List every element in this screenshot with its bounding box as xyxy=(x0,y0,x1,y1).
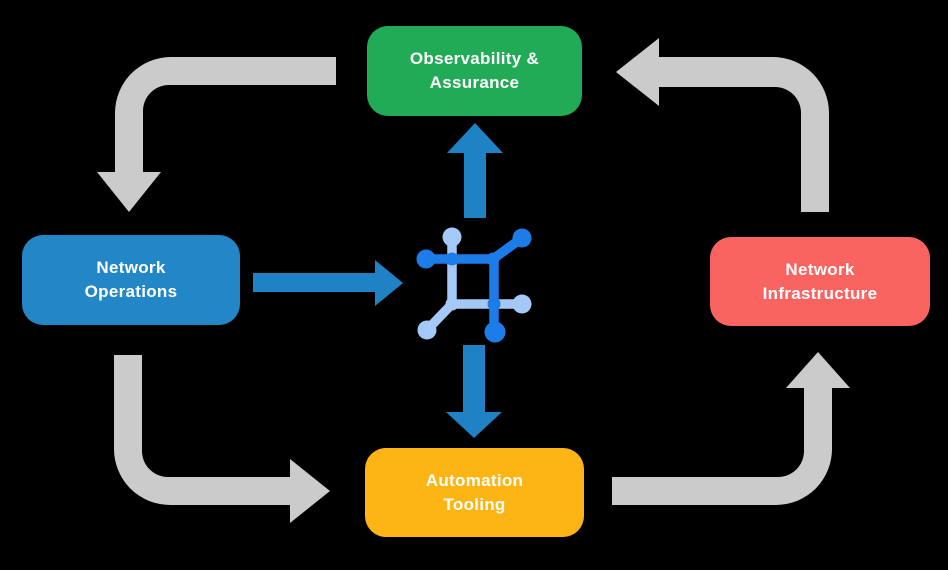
node-automation-label-line1: Automation xyxy=(425,470,524,490)
arrow-infrastructure-to-observability xyxy=(616,38,829,212)
arrow-center-to-automation xyxy=(446,345,502,438)
node-infrastructure-label-line1: Network xyxy=(785,259,855,279)
node-operations-label-line1: Network xyxy=(96,258,166,277)
node-observability-label-line1: Observability & xyxy=(409,49,540,68)
node-network-operations: Network Operations xyxy=(22,235,240,325)
node-observability-assurance: Observability & Assurance xyxy=(367,26,582,116)
arrow-automation-to-infrastructure xyxy=(612,352,850,505)
arrow-observability-to-operations xyxy=(97,57,336,212)
node-network-infrastructure: Network Infrastructure xyxy=(710,237,930,326)
icon-dark-nodes xyxy=(416,228,532,343)
arrow-operations-to-center xyxy=(253,260,403,306)
network-automation-icon xyxy=(416,227,532,343)
arrow-operations-to-automation xyxy=(114,355,330,523)
node-operations-label-line2: Operations xyxy=(84,282,178,301)
arrow-center-to-observability xyxy=(447,123,503,218)
node-observability-label-line2: Assurance xyxy=(429,73,520,92)
node-infrastructure-label-line2: Infrastructure xyxy=(762,283,878,303)
node-automation-tooling: Automation Tooling xyxy=(365,448,584,537)
icon-light-nodes xyxy=(417,227,532,340)
node-automation-label-line2: Tooling xyxy=(443,494,506,514)
